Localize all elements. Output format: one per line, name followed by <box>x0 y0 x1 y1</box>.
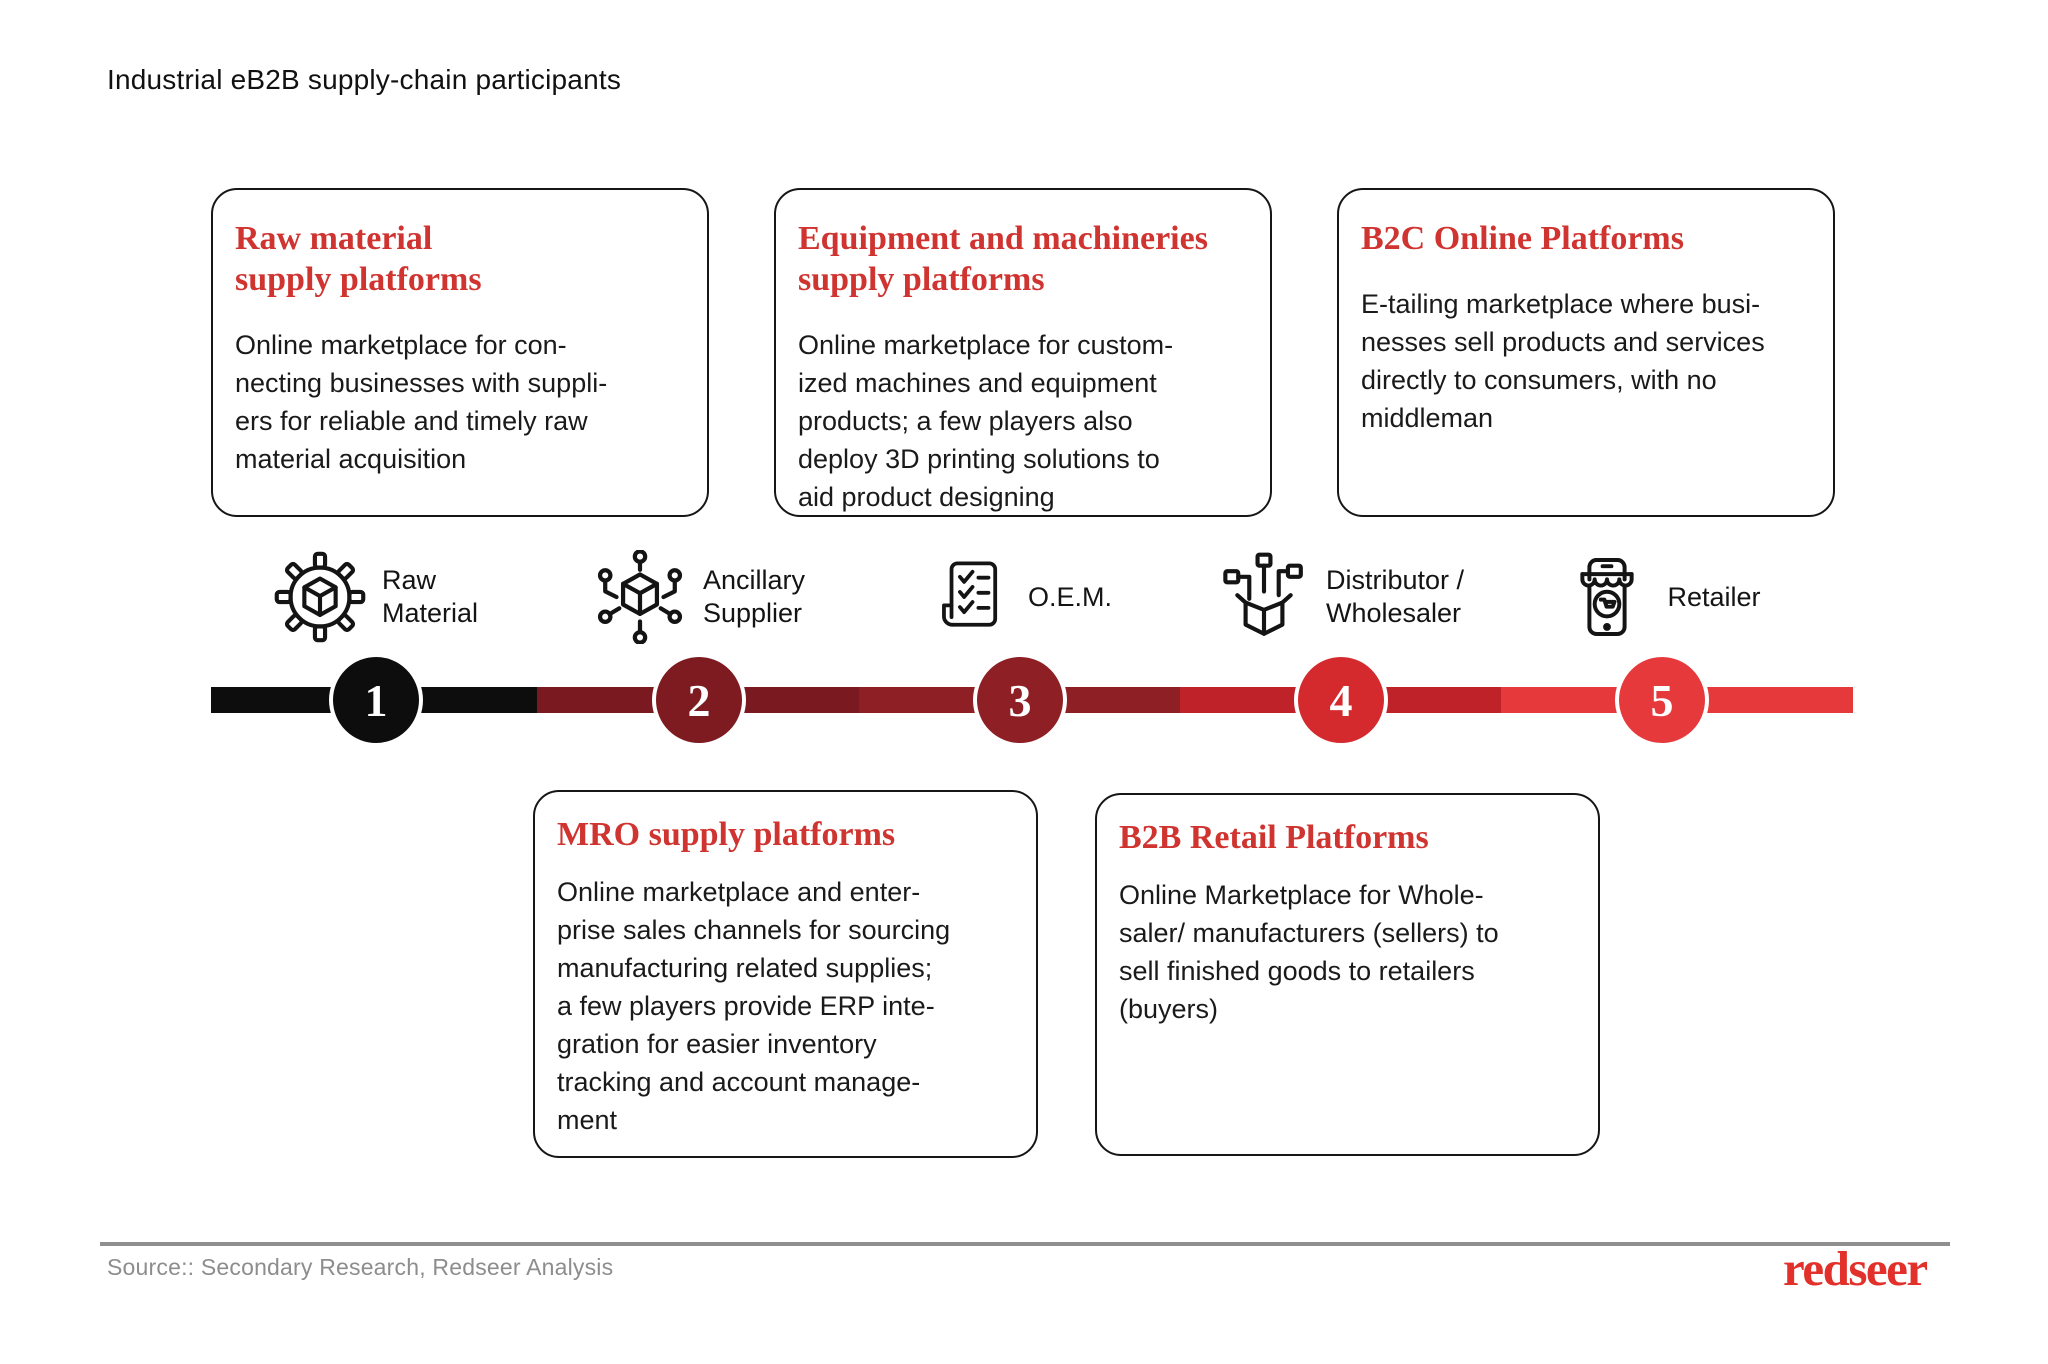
box-heading: MRO supply platforms <box>557 816 896 853</box>
box-body: Online Marketplace for Whole- saler/ man… <box>1119 880 1499 1024</box>
station-label: O.E.M. <box>1027 581 1112 612</box>
timeline-step-5: 5 <box>1615 653 1709 747</box>
mobile-store-icon <box>1563 553 1651 641</box>
station-label: Retailer <box>1667 581 1761 612</box>
top-boxes-row: Raw material supply platforms Online mar… <box>211 188 1835 517</box>
timeline-step-1: 1 <box>329 653 423 747</box>
step-number: 3 <box>1008 674 1032 726</box>
step-number: 2 <box>687 674 711 726</box>
station-distributor-wholesaler: Distributor / Wholesaler <box>1171 543 1511 651</box>
station-label: Raw Material <box>381 565 479 628</box>
box-heading: Equipment and machineries supply platfor… <box>798 220 1208 298</box>
box-body: Online marketplace and enter- prise sale… <box>557 877 951 1135</box>
page-title: Industrial eB2B supply-chain participant… <box>107 64 622 95</box>
station-label: Distributor / Wholesaler <box>1325 565 1465 628</box>
box-body: Online marketplace for con- necting busi… <box>235 330 608 474</box>
distribution-box-icon <box>1218 551 1310 643</box>
checklist-icon <box>928 555 1012 639</box>
step-number: 4 <box>1329 674 1353 726</box>
timeline-step-4: 4 <box>1294 653 1388 747</box>
source-note: Source:: Secondary Research, Redseer Ana… <box>107 1254 614 1280</box>
station-label: Ancillary Supplier <box>702 565 806 628</box>
network-cube-icon <box>593 550 687 644</box>
box-heading: B2B Retail Platforms <box>1119 819 1429 856</box>
redseer-logo: redseer <box>1783 1241 1928 1296</box>
b2c-online-platforms-box: B2C Online Platforms E-tailing marketpla… <box>1337 188 1835 517</box>
b2b-retail-box: B2B Retail Platforms Online Marketplace … <box>1095 793 1600 1156</box>
gear-cube-icon <box>274 551 366 643</box>
mro-supply-box: MRO supply platforms Online marketplace … <box>533 790 1038 1158</box>
equipment-machineries-box: Equipment and machineries supply platfor… <box>774 188 1272 517</box>
step-number: 5 <box>1650 674 1674 726</box>
box-heading: Raw material supply platforms <box>235 220 482 298</box>
step-number: 1 <box>364 674 388 726</box>
footer-divider <box>100 1242 1950 1246</box>
station-oem: O.E.M. <box>850 543 1190 651</box>
timeline-step-2: 2 <box>652 653 746 747</box>
timeline-step-3: 3 <box>973 653 1067 747</box>
box-body: E-tailing marketplace where busi- nesses… <box>1361 289 1765 433</box>
box-heading: B2C Online Platforms <box>1361 220 1684 257</box>
box-body: Online marketplace for custom- ized mach… <box>798 330 1174 512</box>
raw-material-supply-box: Raw material supply platforms Online mar… <box>211 188 709 517</box>
station-retailer: Retailer <box>1492 543 1832 651</box>
station-raw-material: Raw Material <box>206 543 546 651</box>
station-ancillary-supplier: Ancillary Supplier <box>529 543 869 651</box>
